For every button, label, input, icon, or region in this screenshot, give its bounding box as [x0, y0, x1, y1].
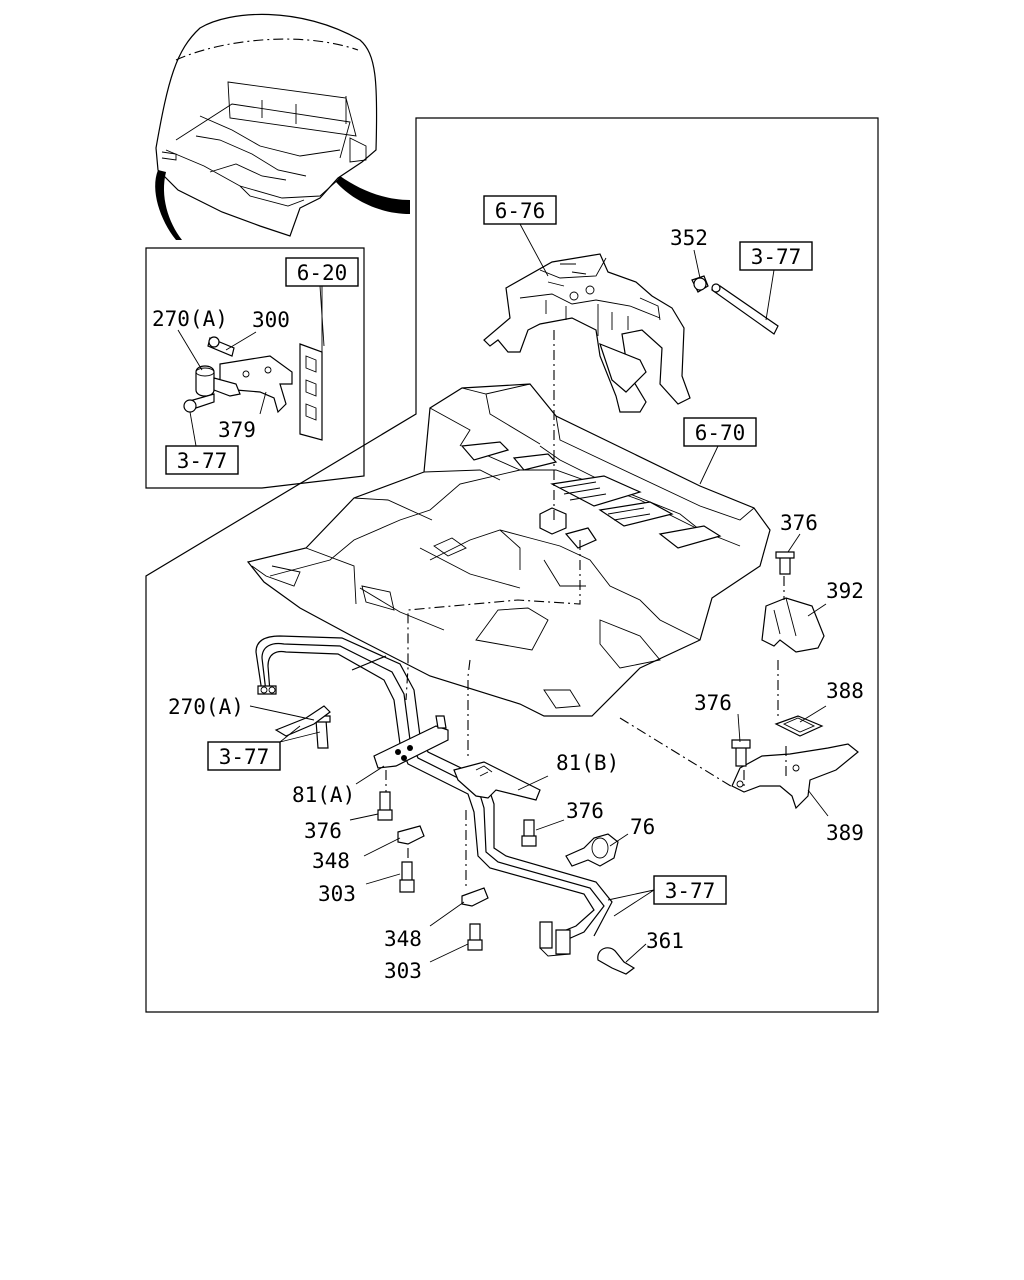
ref-box-3-77-top: 3-77 [739, 241, 813, 271]
ref-label-3-77-top: 3-77 [751, 245, 802, 269]
ref-box-6-70: 6-70 [683, 417, 757, 447]
clip-plates [373, 715, 541, 801]
callout-303-a: 303 [318, 882, 356, 906]
callout-388: 388 [826, 679, 864, 703]
callout-352: 352 [670, 226, 708, 250]
vehicle-cab-overview [155, 13, 410, 240]
callout-376-a: 376 [780, 511, 818, 535]
fasteners [274, 705, 636, 975]
callout-348-a: 348 [312, 849, 350, 873]
ref-label-3-77-bottom: 3-77 [665, 879, 716, 903]
side-brackets [731, 551, 859, 810]
ref-label-6-70: 6-70 [695, 421, 746, 445]
callout-270a-inset: 270(A) [152, 307, 228, 331]
frame-bracket [483, 253, 691, 413]
inset-panel [299, 286, 323, 441]
ref-box-6-20: 6-20 [285, 257, 359, 287]
floor-panel [246, 383, 771, 717]
ref-box-6-76: 6-76 [483, 195, 557, 225]
callout-376-c: 376 [304, 819, 342, 843]
ref-label-6-20: 6-20 [297, 261, 348, 285]
callout-361: 361 [646, 929, 684, 953]
diagram-frame [145, 117, 879, 1013]
callout-300: 300 [252, 308, 290, 332]
callout-379: 379 [218, 418, 256, 442]
callout-303-b: 303 [384, 959, 422, 983]
callout-348-b: 348 [384, 927, 422, 951]
callout-392: 392 [826, 579, 864, 603]
callout-376-b: 376 [694, 691, 732, 715]
callout-270a: 270(A) [168, 695, 244, 719]
ref-box-3-77-inset: 3-77 [165, 445, 239, 475]
inset-bracket [183, 336, 293, 414]
ref-box-3-77-left: 3-77 [207, 741, 281, 771]
pipe-assembly [255, 635, 613, 957]
inset-frame [145, 247, 365, 489]
rod-assembly [691, 275, 779, 335]
callout-81b: 81(B) [556, 751, 619, 775]
callout-76: 76 [630, 815, 655, 839]
callout-376-d: 376 [566, 799, 604, 823]
callouts: 352 270(A) 300 379 376 392 388 376 389 2… [152, 226, 864, 983]
assembly-lines [385, 330, 735, 890]
callout-389: 389 [826, 821, 864, 845]
ref-box-3-77-bottom: 3-77 [653, 875, 727, 905]
callout-81a: 81(A) [292, 783, 355, 807]
leader-lines [177, 223, 829, 963]
ref-label-3-77-left: 3-77 [219, 745, 270, 769]
ref-label-6-76: 6-76 [495, 199, 546, 223]
ref-label-3-77-inset: 3-77 [177, 449, 228, 473]
